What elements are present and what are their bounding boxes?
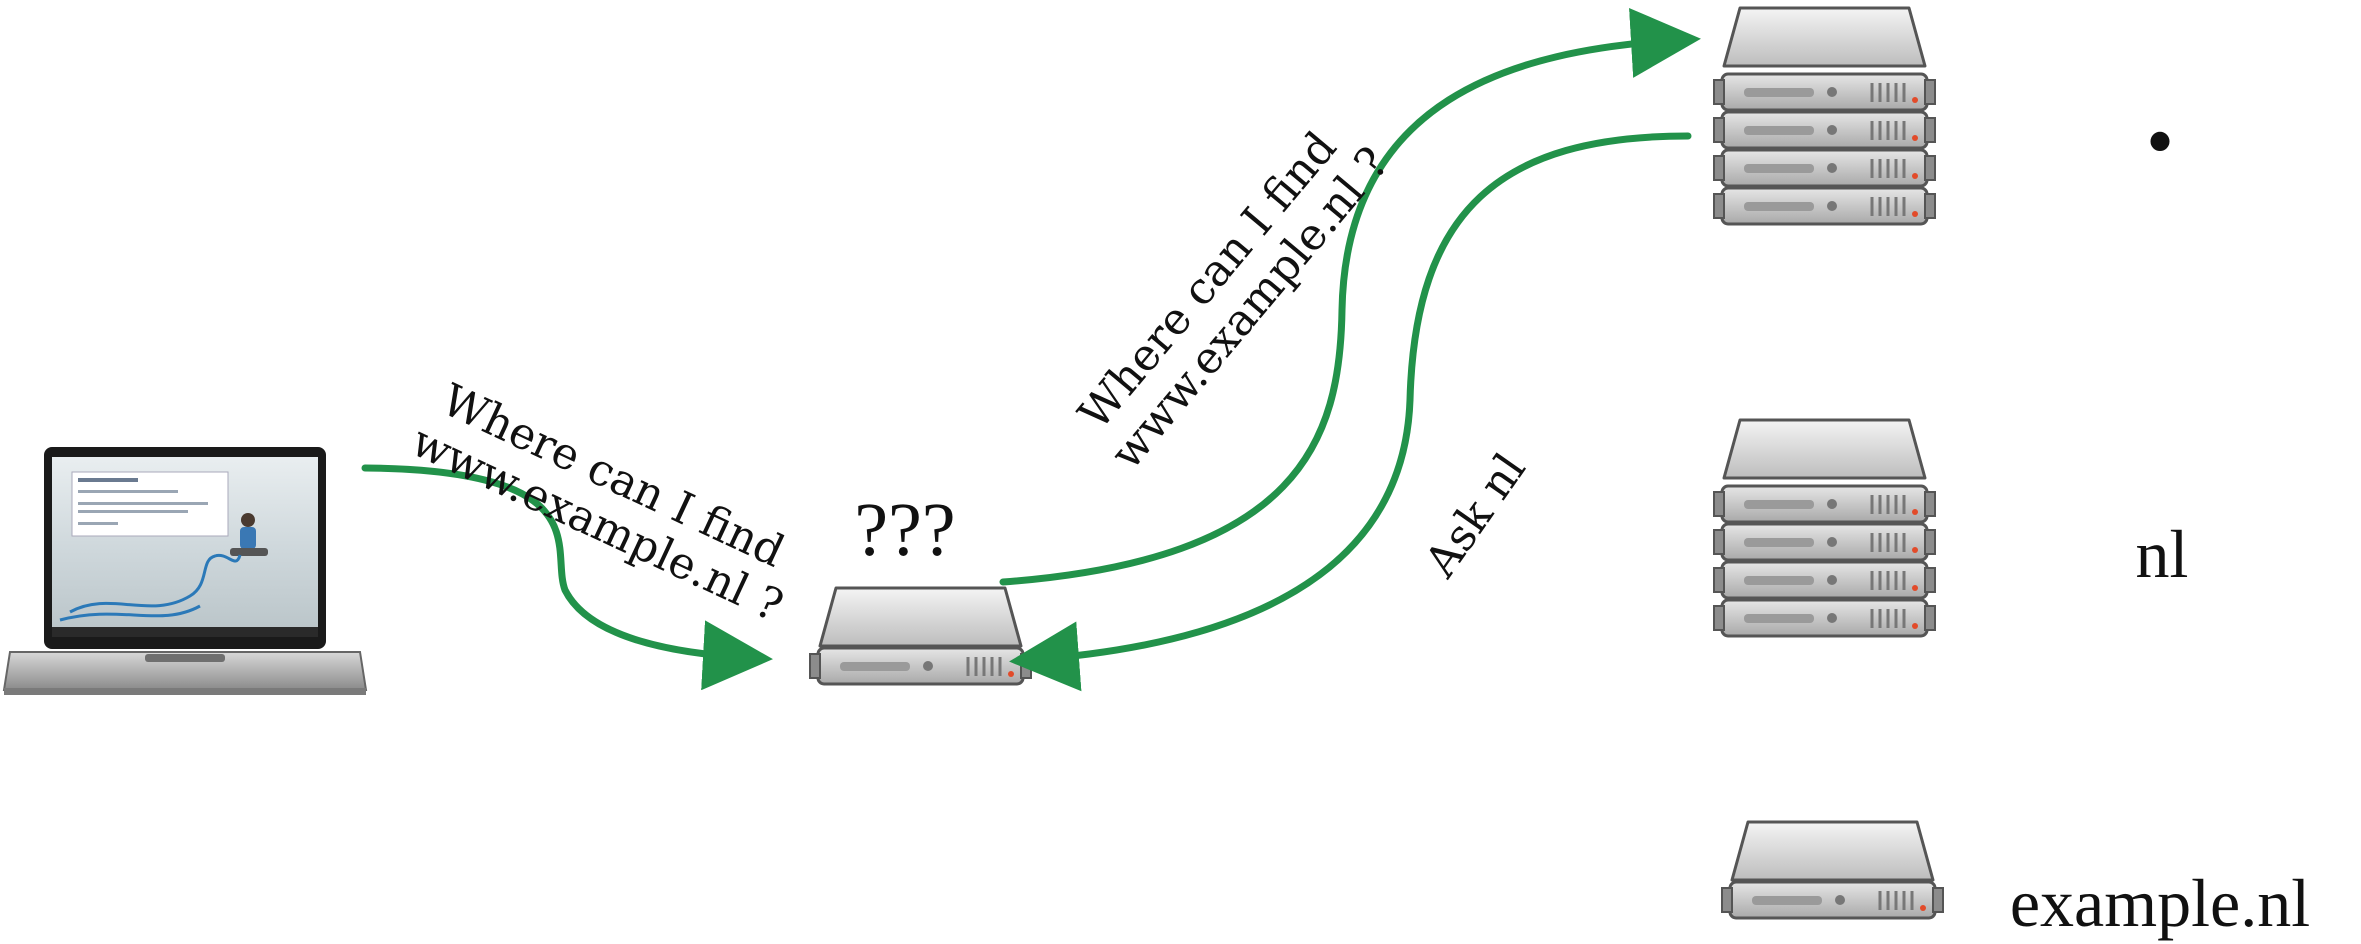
client-query-label: Where can I find www.example.nl ? — [404, 375, 792, 633]
svg-text:www.example.nl ?: www.example.nl ? — [1101, 138, 1399, 479]
resolver-server-icon — [808, 586, 1033, 686]
person-with-laptop — [59, 513, 268, 622]
resolver-unknown-label: ??? — [854, 488, 955, 572]
svg-text:Ask nl: Ask nl — [1415, 444, 1536, 587]
client-to-resolver-arrow — [361, 464, 773, 691]
laptop-screen-popup — [71, 471, 229, 537]
example-nl-server-icon — [1720, 820, 1945, 920]
domain-zone-label: example.nl — [2010, 865, 2310, 941]
resolver-query-label: Where can I find www.example.nl ? — [1069, 122, 1399, 479]
resolver-to-root-arrow — [999, 7, 1701, 586]
laptop-icon — [2, 447, 368, 695]
tld-zone-label: nl — [2136, 516, 2189, 592]
root-zone-label: • — [2146, 98, 2174, 186]
root-server-icon — [1712, 6, 1937, 226]
root-to-resolver-reply-arrow — [1009, 132, 1692, 692]
root-reply-label: Ask nl — [1415, 444, 1536, 587]
nl-server-icon — [1712, 418, 1937, 638]
